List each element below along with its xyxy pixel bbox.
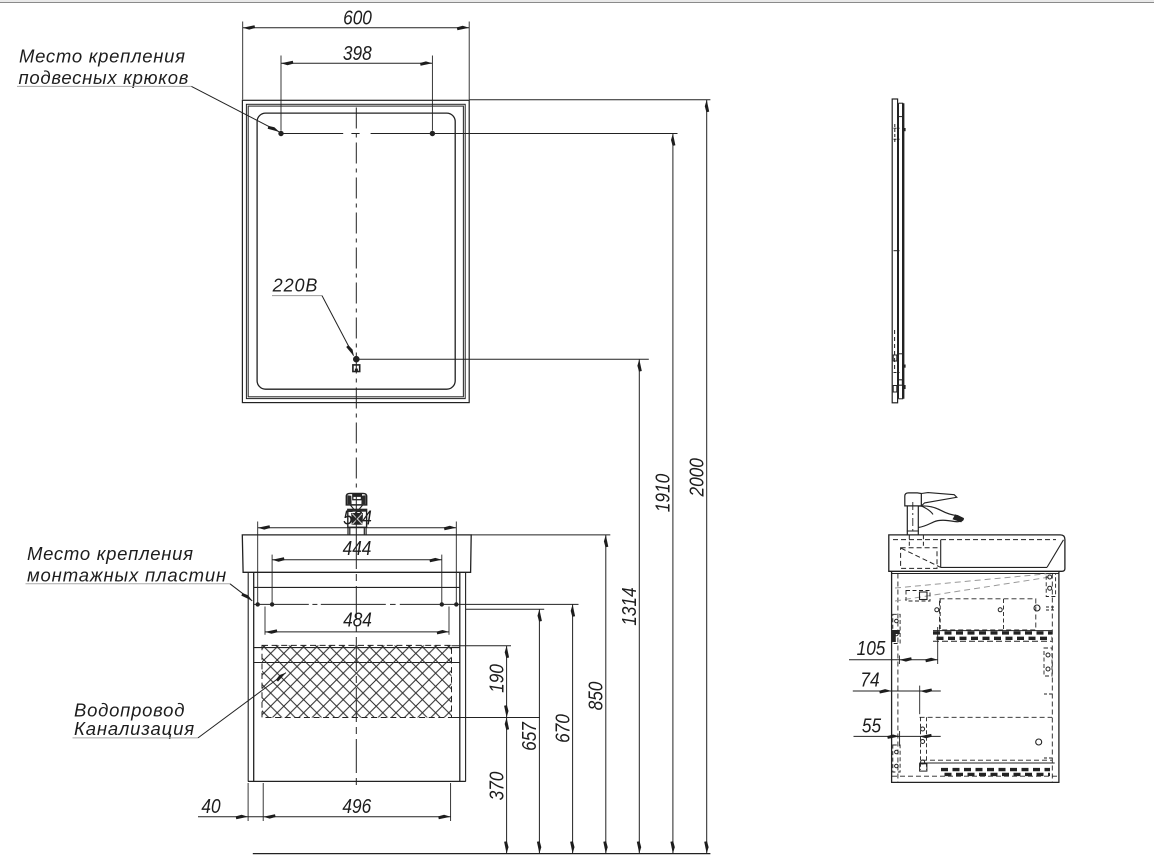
svg-text:55: 55 <box>862 715 882 737</box>
svg-text:1314: 1314 <box>619 587 641 625</box>
svg-text:657: 657 <box>519 721 541 751</box>
svg-text:850: 850 <box>586 682 608 711</box>
svg-text:40: 40 <box>201 796 220 818</box>
svg-text:Канализация: Канализация <box>74 718 195 739</box>
svg-text:600: 600 <box>343 7 372 29</box>
svg-text:398: 398 <box>343 43 372 65</box>
svg-text:496: 496 <box>342 796 372 818</box>
svg-text:370: 370 <box>486 772 508 801</box>
svg-text:Место крепления: Место крепления <box>19 45 186 66</box>
svg-text:2000: 2000 <box>686 458 708 497</box>
svg-text:1910: 1910 <box>653 474 675 512</box>
svg-text:монтажных пластин: монтажных пластин <box>27 565 227 586</box>
svg-text:444: 444 <box>343 538 372 560</box>
svg-text:Место крепления: Место крепления <box>27 543 194 564</box>
svg-text:подвесных крюков: подвесных крюков <box>19 67 190 88</box>
svg-text:670: 670 <box>552 714 574 743</box>
svg-text:190: 190 <box>486 664 508 693</box>
svg-text:484: 484 <box>343 609 372 631</box>
svg-text:105: 105 <box>857 638 887 660</box>
svg-text:74: 74 <box>860 670 879 692</box>
svg-text:220В: 220В <box>272 276 319 296</box>
svg-text:Водопровод: Водопровод <box>74 700 185 721</box>
